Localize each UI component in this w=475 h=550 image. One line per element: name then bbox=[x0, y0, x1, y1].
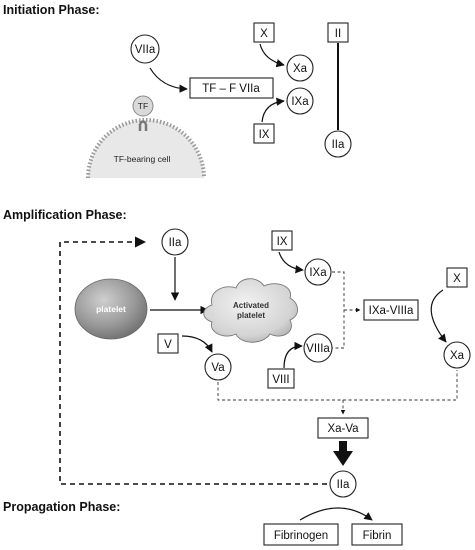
tf-fviia-complex-label: TF – F VIIa bbox=[202, 83, 260, 95]
factor-iia-label-initiation: IIa bbox=[332, 139, 345, 151]
viii-to-viiia-arrow bbox=[283, 341, 303, 369]
factor-iia-node-propagation bbox=[329, 470, 357, 498]
factor-x-label-initiation: X bbox=[260, 28, 268, 40]
propagation-phase-heading: Propagation Phase: bbox=[3, 500, 120, 514]
tf-bearing-cell-label: TF-bearing cell bbox=[114, 154, 171, 164]
fibrinogen-box bbox=[263, 523, 339, 546]
viia-to-tf-arrow bbox=[149, 67, 188, 93]
factor-v-label: V bbox=[164, 339, 172, 351]
factor-viii-box bbox=[267, 368, 295, 389]
factor-xa-node-initiation bbox=[286, 54, 314, 82]
fibrin-box bbox=[351, 523, 403, 546]
x-to-xa-arrow-amplification bbox=[430, 289, 447, 343]
tf-receptor: TF bbox=[132, 95, 154, 131]
factor-ix-box-amplification bbox=[271, 230, 293, 251]
factor-ixa-label-initiation: IXa bbox=[291, 96, 309, 108]
tenase-complex-label: IXa-VIIIa bbox=[369, 305, 414, 317]
factor-ii-box bbox=[327, 22, 349, 43]
factor-ii-label: II bbox=[335, 28, 341, 40]
fibrinogen-to-fibrin-arrow bbox=[299, 507, 373, 521]
factor-ix-label-initiation: IX bbox=[259, 129, 270, 141]
factor-xa-label-amplification: Xa bbox=[450, 350, 465, 362]
initiation-phase-heading: Initiation Phase: bbox=[3, 3, 100, 17]
factor-ixa-label-amplification: IXa bbox=[309, 267, 327, 279]
factor-iia-node-amplification bbox=[161, 228, 189, 256]
factor-viii-label: VIII bbox=[272, 374, 289, 386]
tf-label: TF bbox=[138, 101, 148, 111]
amplification-phase-heading: Amplification Phase: bbox=[3, 208, 127, 222]
activated-platelet-shape bbox=[203, 278, 298, 343]
tenase-complex-box bbox=[363, 299, 419, 321]
v-to-va-arrow bbox=[181, 335, 213, 353]
thrombin-feedback-dashed-arrow bbox=[59, 236, 336, 485]
ix-to-ixa-arrow-amplification bbox=[278, 251, 304, 274]
prothrombinase-complex-label: Xa-Va bbox=[327, 423, 359, 435]
x-to-xa-arrow-initiation bbox=[259, 43, 285, 68]
factor-ixa-node-amplification bbox=[304, 258, 332, 286]
activated-platelet-label-line2: platelet bbox=[237, 311, 265, 320]
prothrombinase-complex-box bbox=[317, 417, 369, 439]
factor-viiia-label: VIIIa bbox=[306, 343, 330, 355]
fibrinogen-label: Fibrinogen bbox=[274, 530, 328, 542]
factor-x-box-initiation bbox=[253, 22, 275, 43]
factor-x-label-amplification: X bbox=[453, 273, 461, 285]
viia-node bbox=[130, 34, 160, 64]
factor-iia-node-initiation bbox=[324, 130, 352, 158]
factor-iia-label-amplification: IIa bbox=[169, 237, 182, 249]
factor-ix-label-amplification: IX bbox=[277, 236, 288, 248]
thrombin-burst-thick-arrow bbox=[333, 441, 353, 466]
activated-platelet-label-line1: Activated bbox=[233, 301, 269, 310]
factor-x-box-amplification bbox=[446, 267, 468, 288]
factor-v-box bbox=[157, 333, 179, 354]
viia-label: VIIa bbox=[135, 44, 156, 56]
factor-iia-label-propagation: IIa bbox=[337, 479, 350, 491]
tf-fviia-complex-box bbox=[189, 77, 274, 99]
platelet-shape bbox=[74, 278, 148, 340]
factor-ix-box-initiation bbox=[253, 123, 275, 144]
platelet-label: platelet bbox=[96, 304, 126, 314]
factor-ixa-node-initiation bbox=[286, 87, 314, 115]
factor-xa-node-amplification bbox=[443, 341, 471, 369]
factor-va-node bbox=[204, 353, 232, 381]
fibrin-label: Fibrin bbox=[363, 530, 392, 542]
ix-to-ixa-arrow-initiation bbox=[261, 97, 285, 123]
tf-bearing-cell bbox=[86, 118, 206, 179]
ixa-viiia-dashed-bracket bbox=[332, 271, 345, 349]
va-xa-dashed-bracket bbox=[217, 370, 458, 401]
factor-xa-label-initiation: Xa bbox=[293, 63, 308, 75]
factor-va-label: Va bbox=[211, 362, 225, 374]
